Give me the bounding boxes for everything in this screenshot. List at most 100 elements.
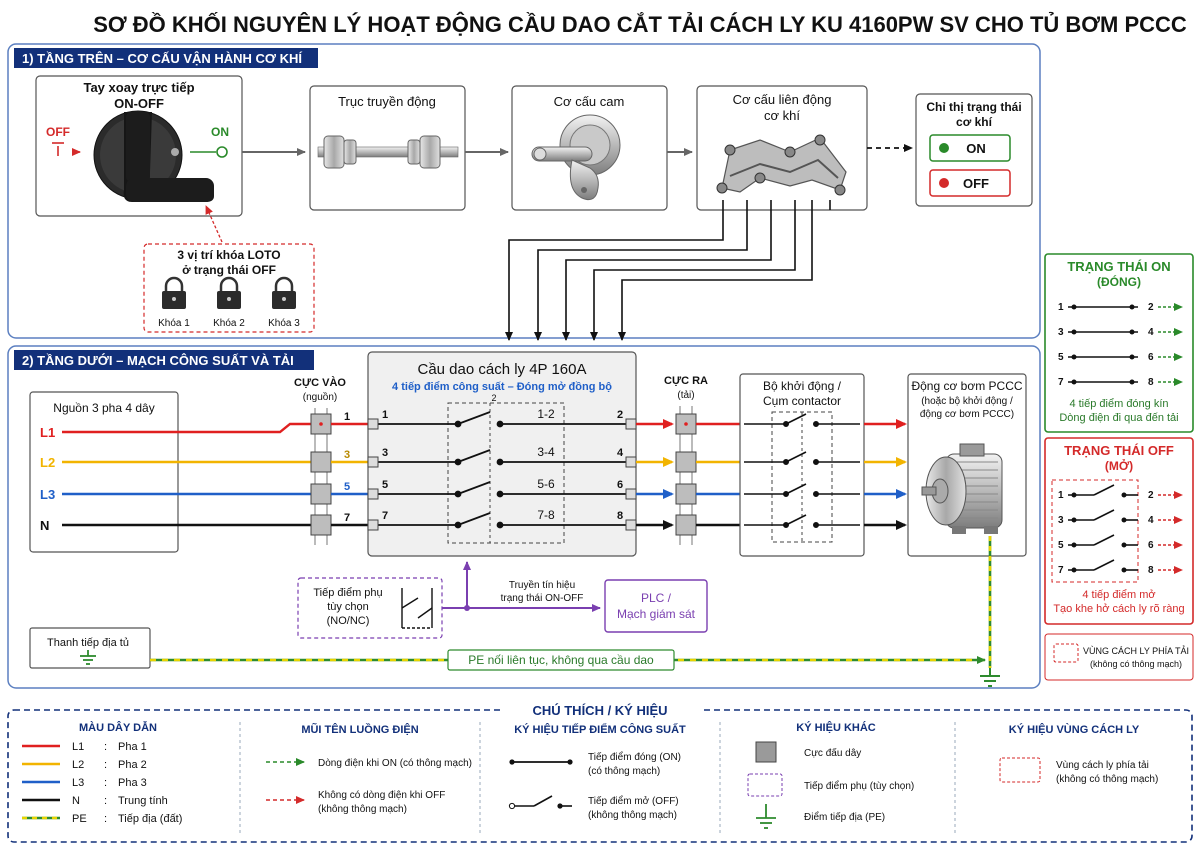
in-number: 1	[344, 411, 350, 423]
indicator-title-2: cơ khí	[956, 115, 993, 129]
drive-shaft-icon	[317, 135, 459, 169]
legend-arrow-off-label-2: (không thông mạch)	[318, 804, 407, 815]
legend-wire-code: L1	[72, 741, 84, 753]
terminal-number: 5	[1058, 540, 1064, 551]
on-label: ON	[211, 125, 229, 139]
state-off-title-1: TRẠNG THÁI OFF	[1064, 443, 1174, 458]
padlock-icon	[272, 276, 296, 309]
linkage-title-1: Cơ cấu liên động	[733, 92, 832, 107]
switch-left-number: 3	[382, 447, 388, 459]
terminal-block	[310, 514, 332, 536]
earth-bar-box	[29, 627, 151, 669]
terminal-block	[675, 483, 697, 505]
red-dot-icon	[939, 178, 949, 188]
legend-zone-label-2: (không có thông mạch)	[1056, 774, 1158, 785]
indicator-on-button[interactable]	[929, 134, 1011, 162]
earth-icon	[80, 650, 96, 665]
legend-wire-code: L3	[72, 777, 84, 789]
pe-note-box	[447, 649, 675, 671]
shaft-title: Trục truyền động	[338, 94, 436, 109]
indicator-off-button[interactable]	[929, 169, 1011, 197]
state-on-title-2: (ĐÓNG)	[1097, 274, 1141, 289]
in-number: 3	[344, 449, 350, 461]
isolator-switch-box	[367, 351, 637, 557]
legend-aux-icon	[747, 773, 783, 797]
upper-section-label: 1) TẦNG TRÊN – CƠ CẤU VẬN HÀNH CƠ KHÍ	[22, 51, 302, 66]
line-label-l3: L3	[40, 487, 55, 502]
loto-box	[143, 243, 315, 333]
terminal-number: 7	[1058, 565, 1064, 576]
legend-wire-code: L2	[72, 759, 84, 771]
linkage-mechanism-icon	[716, 134, 847, 196]
legend-col5-title: KÝ HIỆU VÙNG CÁCH LY	[1009, 723, 1140, 736]
green-dot-icon	[939, 143, 949, 153]
terminal-number: 4	[1148, 515, 1154, 526]
terminal-block	[310, 483, 332, 505]
terminal-number: 2	[1148, 302, 1154, 313]
rotary-handle-icon[interactable]	[93, 110, 214, 202]
terminal-number: 6	[1148, 540, 1154, 551]
switch-left-number: 7	[382, 510, 388, 522]
off-label: OFF	[46, 125, 70, 139]
off-arrow-icon	[52, 142, 81, 156]
terminal-dot	[319, 422, 323, 426]
plc-box	[604, 579, 708, 633]
legend-col3-title: KÝ HIỆU TIẾP ĐIỂM CÔNG SUẤT	[514, 723, 686, 736]
switch-pin	[625, 488, 637, 500]
terminal-number: 2	[1148, 490, 1154, 501]
motor-title-2: (hoặc bộ khởi động /	[921, 395, 1013, 407]
switch-left-number: 1	[382, 409, 388, 421]
mechanical-link-lines	[505, 200, 831, 341]
legend-aux-label: Tiếp điểm phụ (tùy chọn)	[804, 780, 914, 792]
legend-contact-closed-icon	[509, 759, 573, 765]
state-off-note-1: 4 tiếp điểm mở	[1082, 589, 1155, 601]
legend-colon: :	[104, 741, 107, 753]
legend-earth-icon	[756, 804, 776, 829]
legend-contact-closed-2: (có thông mạch)	[588, 766, 660, 777]
on-circle-icon	[216, 146, 228, 158]
terminal-number: 8	[1148, 377, 1154, 388]
linkage-title-2: cơ khí	[764, 108, 800, 123]
state-off-panel	[1044, 437, 1194, 625]
legend-contact-closed-1: Tiếp điểm đóng (ON)	[588, 751, 681, 763]
legend-colon: :	[104, 759, 107, 771]
legend-wire-desc: Pha 2	[118, 759, 147, 771]
loto-title-1: 3 vị trí khóa LOTO	[177, 248, 280, 262]
signal-node	[464, 605, 470, 611]
motor-title-3: động cơ bơm PCCC)	[920, 409, 1014, 420]
legend-contact-open-icon	[508, 795, 572, 810]
handle-title-2: ON-OFF	[114, 96, 164, 111]
terminal-number: 4	[1148, 327, 1154, 338]
state-off-title-2: (MỞ)	[1105, 458, 1133, 473]
in-terminal-title-1: CỰC VÀO	[294, 376, 346, 389]
legend-colon: :	[104, 813, 107, 825]
switch-right-number: 8	[617, 510, 623, 522]
legend-zone-label-1: Vùng cách ly phía tải	[1056, 760, 1149, 771]
switch-subtitle: 4 tiếp điểm công suất – Đóng mở đồng bộ	[392, 381, 612, 393]
legend-col1-title: MÀU DÂY DẪN	[79, 721, 157, 734]
switch-left-number: 5	[382, 479, 388, 491]
terminal-block	[675, 514, 697, 536]
earth-bar-label: Thanh tiếp địa tủ	[47, 637, 129, 649]
legend-col4-title: KÝ HIỆU KHÁC	[796, 721, 876, 734]
terminal-number: 6	[1148, 352, 1154, 363]
indicator-off-label: OFF	[963, 176, 989, 191]
state-on-rows: 1 2 3 4 5 6 7 8	[1058, 302, 1183, 388]
in-number: 5	[344, 481, 350, 493]
legend-terminal-label: Cực đấu dây	[804, 747, 861, 759]
legend-wire-desc: Trung tính	[118, 795, 168, 807]
handle-title-1: Tay xoay trực tiếp	[83, 80, 194, 95]
legend-wire-desc: Tiếp địa (đất)	[118, 813, 182, 825]
switch-top-mark: 2	[491, 393, 496, 403]
page-title: SƠ ĐỒ KHỐI NGUYÊN LÝ HOẠT ĐỘNG CẦU DAO C…	[93, 11, 1187, 37]
line-label-l1: L1	[40, 425, 55, 440]
indicator-on-label: ON	[966, 141, 986, 156]
terminal-block	[310, 451, 332, 473]
contactor-contacts	[744, 413, 860, 528]
legend-arrow-off-label-1: Không có dòng điện khi OFF	[318, 790, 445, 801]
cam-title: Cơ cấu cam	[554, 94, 625, 109]
legend-colon: :	[104, 795, 107, 807]
switch-sync-frame	[447, 402, 565, 544]
legend-colon: :	[104, 777, 107, 789]
